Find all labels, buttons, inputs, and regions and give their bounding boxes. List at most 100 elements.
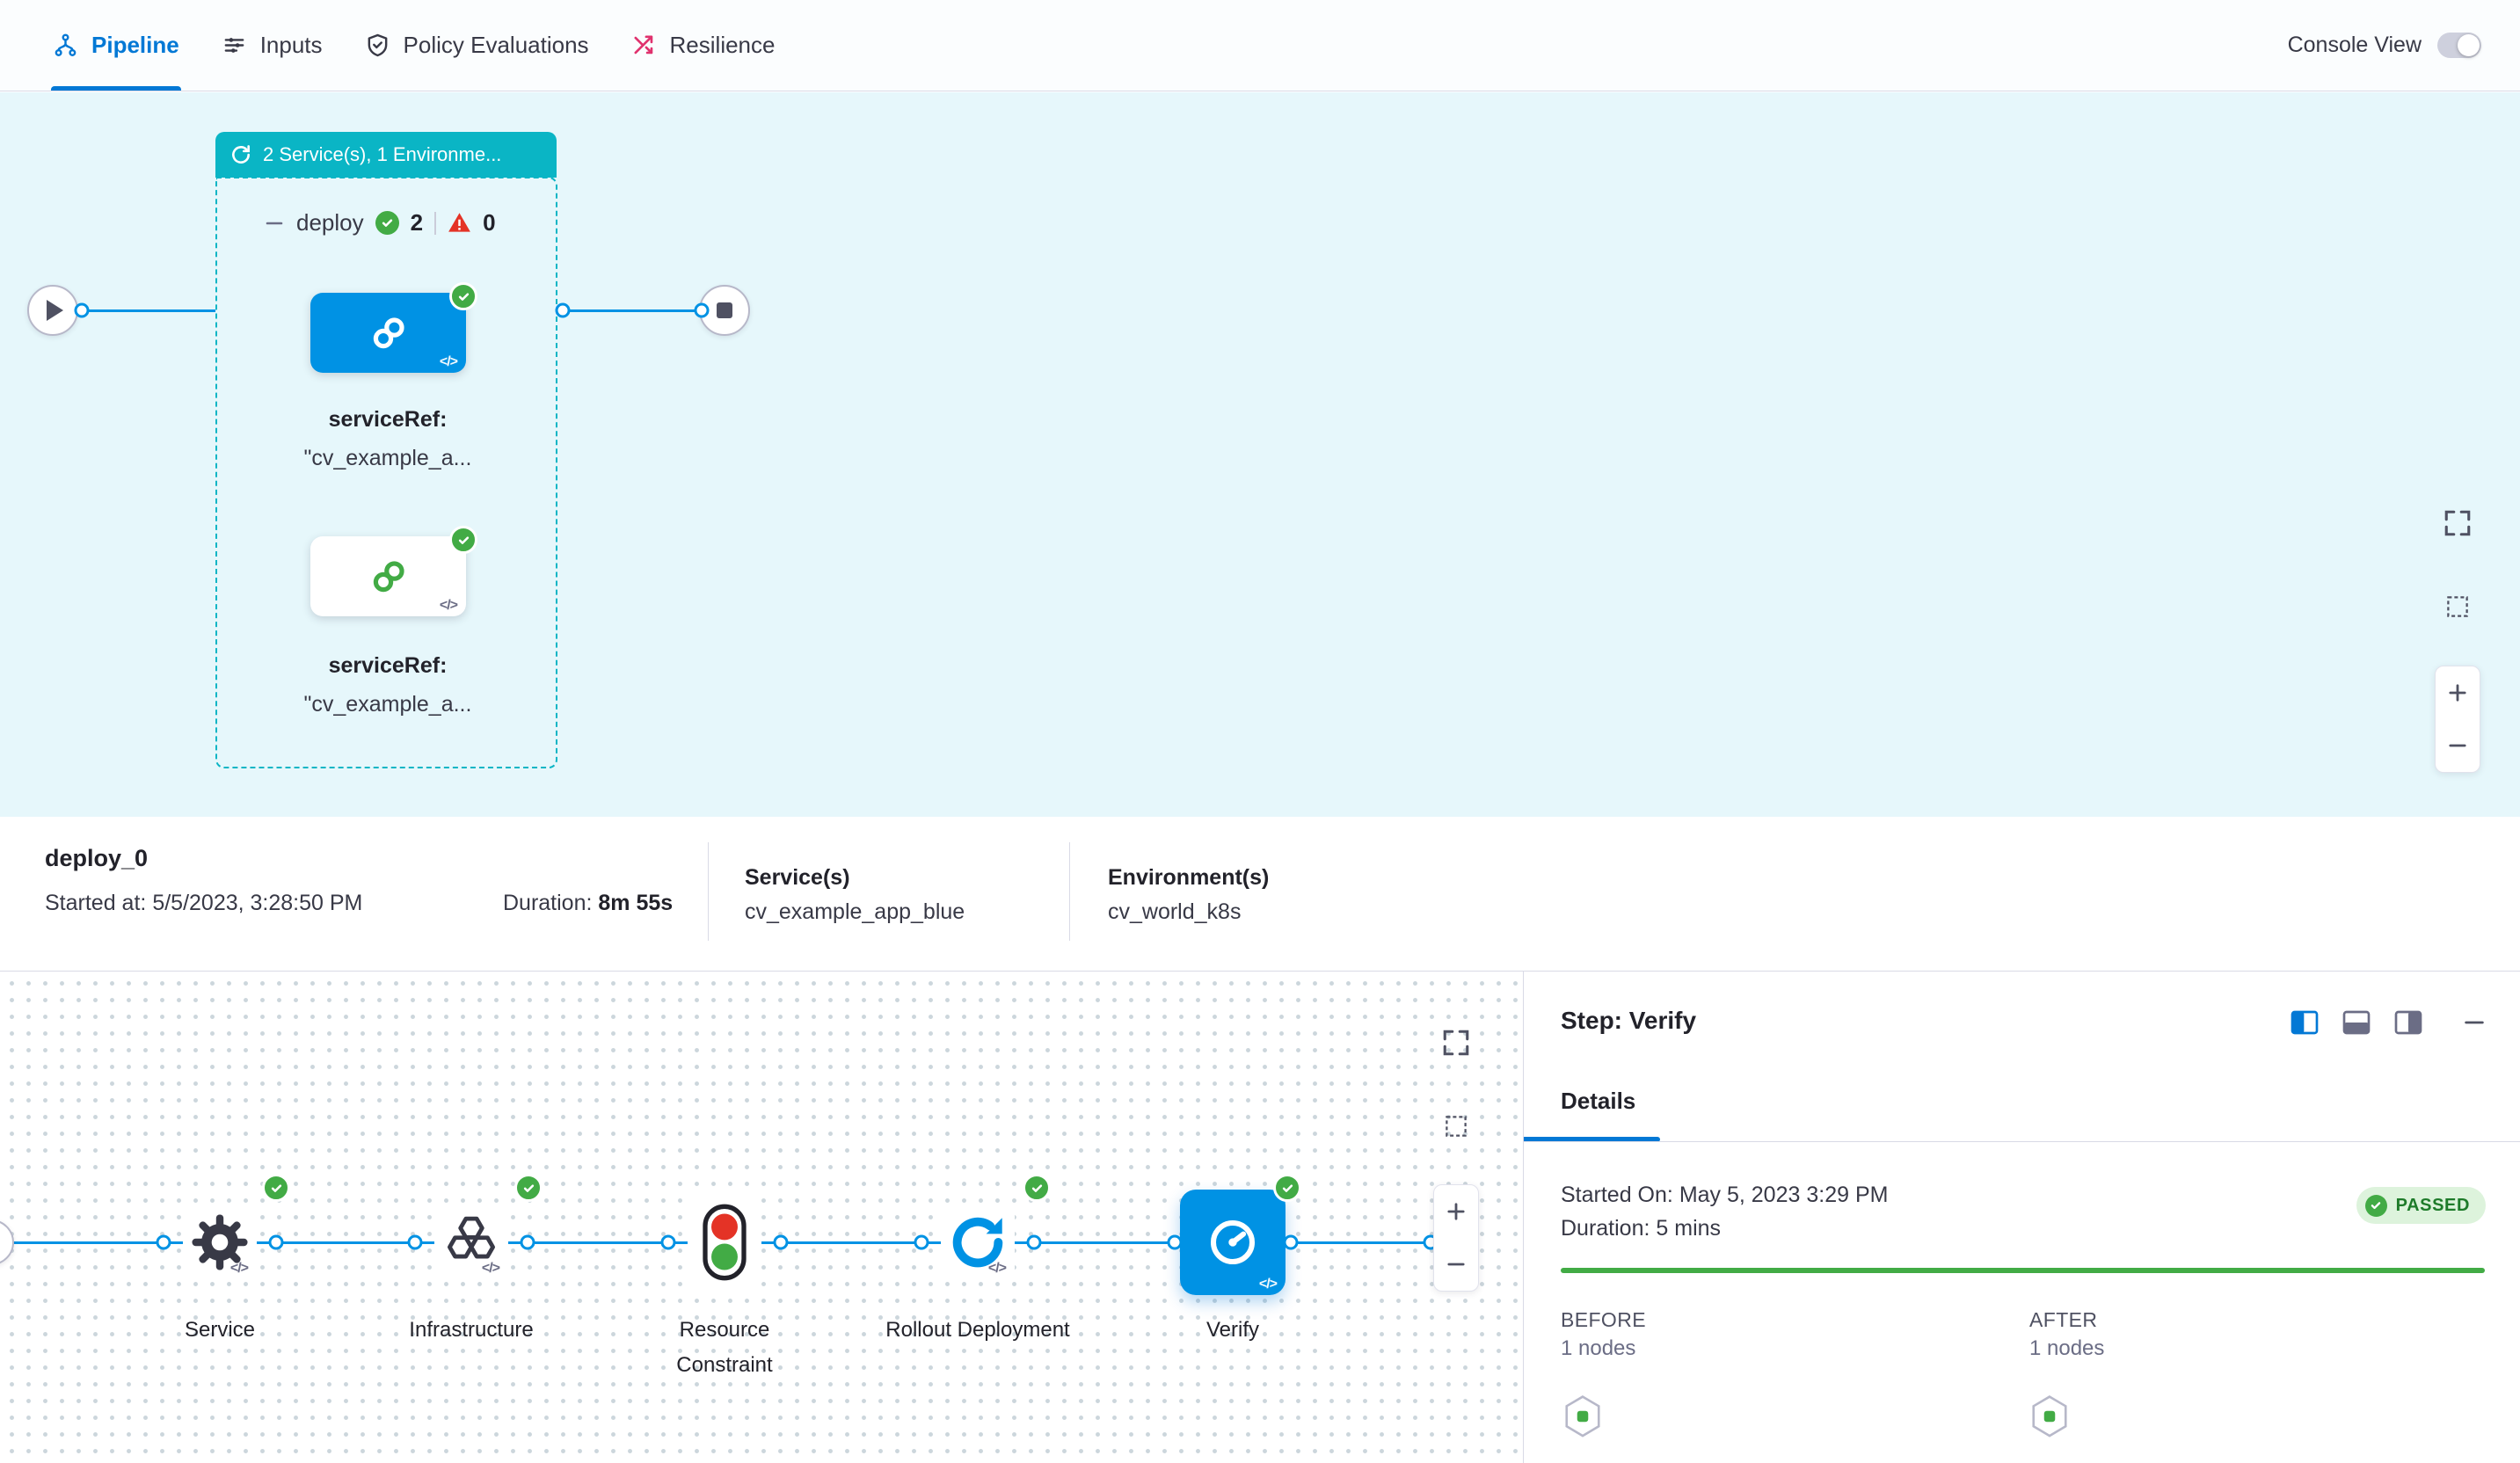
stop-icon xyxy=(717,302,732,318)
step-verify[interactable]: </> xyxy=(1180,1190,1285,1295)
connector-dot xyxy=(914,1234,929,1250)
step-details-panel: Step: Verify Details Started On: May 5, … xyxy=(1524,972,2520,1463)
code-icon: </> xyxy=(987,1261,1007,1276)
traffic-light-icon xyxy=(703,1204,747,1281)
service-icon xyxy=(373,560,404,592)
zoom-out-icon[interactable] xyxy=(2445,733,2470,758)
chaos-icon xyxy=(634,35,652,55)
stage-badge-label: 2 Service(s), 1 Environme... xyxy=(263,143,502,165)
step-label: Resource Constraint xyxy=(676,1318,773,1377)
zoom-out-icon[interactable] xyxy=(1444,1252,1468,1277)
divider xyxy=(434,211,437,235)
services-header: Service(s) xyxy=(745,865,850,890)
service-card-2[interactable]: </> xyxy=(310,526,477,616)
code-icon: </> xyxy=(481,1261,500,1276)
stage-graph-canvas: 2 Service(s), 1 Environme... deploy 2 0 … xyxy=(0,92,2520,817)
environments-value: cv_world_k8s xyxy=(1108,899,1242,924)
tab-resilience[interactable]: Resilience xyxy=(631,0,775,91)
connector-dot xyxy=(1026,1234,1042,1250)
service-ref-value: "cv_example_a... xyxy=(303,692,472,717)
code-icon: </> xyxy=(439,598,458,613)
tab-pipeline[interactable]: Pipeline xyxy=(51,0,181,91)
step-service[interactable]: </> xyxy=(183,1205,257,1279)
tab-policy-evaluations[interactable]: Policy Evaluations xyxy=(365,0,589,91)
connector-dot xyxy=(156,1234,171,1250)
connector-dot xyxy=(520,1234,535,1250)
service-icon xyxy=(373,317,404,348)
zoom-controls xyxy=(2435,666,2480,773)
minimize-icon[interactable] xyxy=(2462,1010,2487,1035)
service-ref-label-1: serviceRef: "cv_example_a... xyxy=(247,400,528,477)
connector-line xyxy=(88,309,215,312)
console-view-toggle[interactable] xyxy=(2437,33,2481,58)
fullscreen-icon[interactable] xyxy=(2443,508,2473,538)
step-resource-constraint[interactable] xyxy=(688,1197,761,1288)
fullscreen-icon[interactable] xyxy=(1441,1028,1471,1058)
deploy-stage-box[interactable] xyxy=(215,177,557,768)
warning-icon xyxy=(448,213,470,232)
connector-dot xyxy=(1283,1234,1299,1250)
tab-label: Pipeline xyxy=(91,32,179,58)
service-ref-title: serviceRef: xyxy=(328,653,448,678)
step-label: Service xyxy=(184,1318,256,1342)
connector-dot xyxy=(773,1234,789,1250)
before-node-icon[interactable] xyxy=(1564,1395,1601,1438)
step-infrastructure[interactable]: </> xyxy=(434,1205,508,1279)
execution-graph: </> </> </> </> xyxy=(0,972,1524,1463)
sliders-icon xyxy=(224,38,244,53)
stage-services-badge[interactable]: 2 Service(s), 1 Environme... xyxy=(215,132,557,178)
stage-header-row: deploy 2 0 xyxy=(264,209,496,237)
success-badge xyxy=(449,526,477,554)
environments-header: Environment(s) xyxy=(1108,865,1270,890)
service-card-1[interactable]: </> xyxy=(310,282,477,373)
zoom-in-icon[interactable] xyxy=(2445,681,2470,705)
step-rollout-deployment[interactable]: </> xyxy=(941,1205,1015,1279)
sync-icon xyxy=(232,145,250,164)
connector-line xyxy=(557,309,702,312)
layout-left-icon[interactable] xyxy=(2291,1010,2319,1035)
tab-group: Pipeline Inputs Policy Evaluations Resil… xyxy=(51,0,775,91)
check-icon xyxy=(2364,1194,2387,1217)
zoom-in-icon[interactable] xyxy=(1444,1199,1468,1224)
code-icon: </> xyxy=(1258,1277,1278,1292)
collapse-icon[interactable] xyxy=(264,213,285,234)
after-node-icon[interactable] xyxy=(2031,1395,2068,1438)
zoom-controls xyxy=(1433,1184,1479,1292)
duration: Duration: 8m 55s xyxy=(503,891,674,915)
hexagons-icon xyxy=(447,1216,496,1259)
connector-dot xyxy=(1167,1234,1183,1250)
start-node xyxy=(27,285,78,336)
service-ref-title: serviceRef: xyxy=(328,407,448,432)
box-select-icon[interactable] xyxy=(1443,1113,1469,1139)
success-count: 2 xyxy=(410,209,424,236)
layout-bottom-icon[interactable] xyxy=(2342,1010,2371,1035)
started-at: Started at: 5/5/2023, 3:28:50 PM xyxy=(45,891,363,915)
service-ref-value: "cv_example_a... xyxy=(303,446,472,470)
code-icon: </> xyxy=(439,354,458,369)
success-badge xyxy=(1273,1174,1301,1202)
partial-node xyxy=(0,1219,14,1265)
code-icon: </> xyxy=(229,1261,249,1276)
tab-inputs[interactable]: Inputs xyxy=(222,0,323,91)
step-label: Verify xyxy=(1205,1318,1260,1342)
before-count: 1 nodes xyxy=(1561,1336,1636,1360)
stage-name: deploy xyxy=(296,209,364,236)
rollout-icon xyxy=(952,1217,1003,1268)
step-panel-title: Step: Verify xyxy=(1561,1007,1697,1034)
after-count: 1 nodes xyxy=(2029,1336,2105,1360)
status-badge: PASSED xyxy=(2356,1187,2486,1224)
success-count-icon xyxy=(375,211,399,235)
console-view-control: Console View xyxy=(2288,33,2481,58)
tab-details[interactable]: Details xyxy=(1561,1088,1636,1114)
console-view-label: Console View xyxy=(2287,33,2422,57)
step-label: Infrastructure xyxy=(409,1318,534,1342)
success-badge xyxy=(262,1174,290,1202)
gear-icon xyxy=(192,1214,248,1270)
connector-dot xyxy=(694,302,710,318)
connector-dot xyxy=(555,302,571,318)
pipeline-icon xyxy=(55,33,76,56)
box-select-icon[interactable] xyxy=(2444,593,2471,620)
layout-right-icon[interactable] xyxy=(2394,1010,2422,1035)
tab-label: Policy Evaluations xyxy=(403,32,589,58)
divider xyxy=(708,842,709,941)
